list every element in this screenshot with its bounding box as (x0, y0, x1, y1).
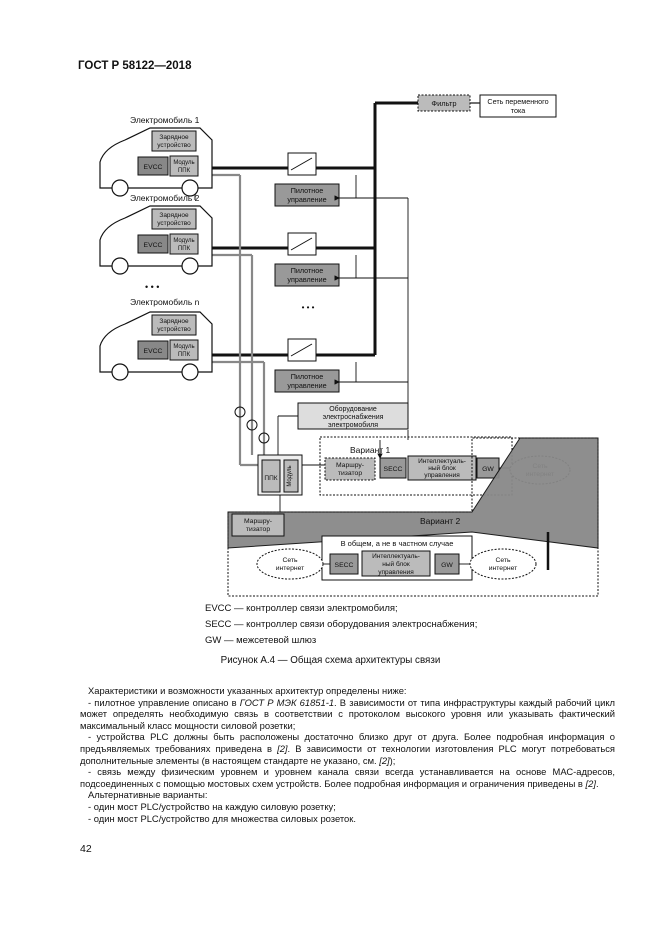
svg-text:Модуль: Модуль (173, 238, 194, 244)
svg-text:Зарядное: Зарядное (159, 134, 189, 141)
svg-text:управления: управления (378, 569, 414, 576)
switches (287, 152, 317, 362)
svg-text:В общем, а не в частном случае: В общем, а не в частном случае (341, 539, 454, 548)
pilot-lines (334, 175, 409, 415)
svg-text:GW: GW (441, 562, 453, 569)
paragraph: Характеристики и возможности указанных а… (88, 685, 407, 696)
architecture-diagram: Фильтр Сеть переменного тока Пилотное уп… (99, 94, 599, 597)
svg-text:Интеллектуаль-: Интеллектуаль- (372, 553, 420, 560)
reference: [2] (379, 754, 390, 766)
variant-1: Вариант 1 Маршру- тизатор SECC Интеллект… (319, 436, 513, 496)
ppk-module: ППК Модуль (257, 454, 303, 496)
filter-label: Фильтр (431, 99, 456, 108)
svg-text:устройство: устройство (157, 141, 191, 149)
internet-cloud-3: Сеть интернет (469, 548, 537, 580)
svg-text:Сеть: Сеть (495, 557, 511, 564)
svg-text:управление: управление (287, 275, 326, 284)
vehicle-dots: • • • (145, 282, 159, 292)
svg-text:тизатор: тизатор (338, 470, 362, 477)
svg-text:SECC: SECC (384, 466, 403, 473)
svg-text:Электромобиль n: Электромобиль n (130, 297, 200, 307)
paragraph: - связь между физическим уровнем и уровн… (80, 766, 615, 789)
svg-text:интернет: интернет (276, 565, 305, 572)
svg-text:Маршру-: Маршру- (244, 518, 272, 525)
svg-text:электроснабжения: электроснабжения (323, 413, 384, 421)
svg-text:SECC: SECC (335, 562, 354, 569)
svg-text:EVCC: EVCC (144, 164, 163, 171)
svg-text:GW: GW (482, 466, 494, 473)
svg-text:управление: управление (287, 381, 326, 390)
svg-text:Модуль: Модуль (173, 160, 194, 166)
svg-text:тока: тока (511, 106, 526, 115)
svg-text:Интеллектуаль-: Интеллектуаль- (418, 458, 466, 465)
middle-dots: • • • (302, 303, 315, 312)
svg-text:управления: управления (424, 472, 460, 479)
svg-text:Оборудование: Оборудование (329, 405, 377, 413)
svg-text:Модуль: Модуль (173, 344, 194, 350)
svg-text:ППК: ППК (178, 246, 191, 252)
svg-text:Электромобиль 2: Электромобиль 2 (130, 193, 200, 203)
legend-gw: GW — межсетевой шлюз (205, 635, 317, 646)
svg-text:Пилотное: Пилотное (291, 186, 324, 195)
reference: [2] (585, 777, 596, 789)
svg-text:Модуль: Модуль (287, 465, 293, 486)
legend-evcc: EVCC — контроллер связи электромобиля; (205, 603, 398, 614)
legend-secc: SECC — контроллер связи оборудования эле… (205, 619, 478, 630)
svg-text:EVCC: EVCC (144, 242, 163, 249)
electric-vehicle-2: Электромобиль 2 Зарядное устройство EVCC… (99, 193, 213, 275)
svg-text:ППК: ППК (178, 352, 191, 358)
svg-text:Маршру-: Маршру- (336, 462, 364, 469)
svg-text:ППК: ППК (178, 168, 191, 174)
grid-block: Сеть переменного тока (479, 94, 557, 118)
paragraph: - устройства PLC должны быть расположены… (80, 731, 615, 766)
internet-cloud-2: Сеть интернет (256, 548, 324, 580)
figure-caption: Рисунок А.4 — Общая схема архитектуры св… (220, 655, 441, 666)
reference: ГОСТ Р МЭК 61851-1 (239, 696, 335, 708)
paragraph: - один мост PLC/устройство на каждую сил… (88, 800, 336, 812)
svg-text:тизатор: тизатор (246, 526, 270, 533)
svg-text:Вариант 2: Вариант 2 (420, 516, 461, 526)
svg-text:ППК: ППК (264, 475, 277, 482)
svg-text:Пилотное: Пилотное (291, 266, 324, 275)
svg-text:устройство: устройство (157, 325, 191, 333)
svg-text:управление: управление (287, 195, 326, 204)
filter-block: Фильтр (417, 94, 471, 112)
svg-text:устройство: устройство (157, 219, 191, 227)
electric-vehicle-1: Электромобиль 1 Зарядное устройство EVCC… (99, 115, 213, 197)
svg-text:интернет: интернет (489, 565, 518, 572)
body-text: Характеристики и возможности указанных а… (80, 685, 615, 824)
svg-text:электромобиля: электромобиля (328, 421, 378, 429)
reference: [2] (277, 742, 288, 754)
svg-text:Сеть: Сеть (282, 557, 298, 564)
svg-text:ный блок: ный блок (428, 464, 456, 472)
svg-text:EVCC: EVCC (144, 348, 163, 355)
electric-vehicle-n: Электромобиль n Зарядное устройство EVCC… (99, 297, 213, 381)
svg-text:Электромобиль 1: Электромобиль 1 (130, 115, 200, 125)
current-sensors (234, 406, 270, 444)
pilot-control-blocks: Пилотное управление Пилотное управление … (274, 183, 340, 393)
paragraph: - один мост PLC/устройство для множества… (88, 812, 356, 824)
svg-text:Зарядное: Зарядное (159, 212, 189, 219)
paragraph: - пилотное управление описано в ГОСТ Р М… (80, 696, 615, 731)
variant-2: Маршру- тизатор Вариант 2 В общем, а не … (227, 437, 599, 597)
page-number: 42 (80, 843, 92, 855)
document-header: ГОСТ Р 58122—2018 (78, 60, 192, 72)
svg-text:Вариант 1: Вариант 1 (350, 445, 391, 455)
svg-text:ный блок: ный блок (382, 560, 410, 568)
ev-supply-equipment: Оборудование электроснабжения электромоб… (297, 402, 409, 430)
paragraph: Альтернативные варианты: (88, 789, 208, 801)
svg-text:Пилотное: Пилотное (291, 372, 324, 381)
svg-text:Сеть переменного: Сеть переменного (487, 97, 548, 106)
svg-text:Зарядное: Зарядное (159, 318, 189, 325)
